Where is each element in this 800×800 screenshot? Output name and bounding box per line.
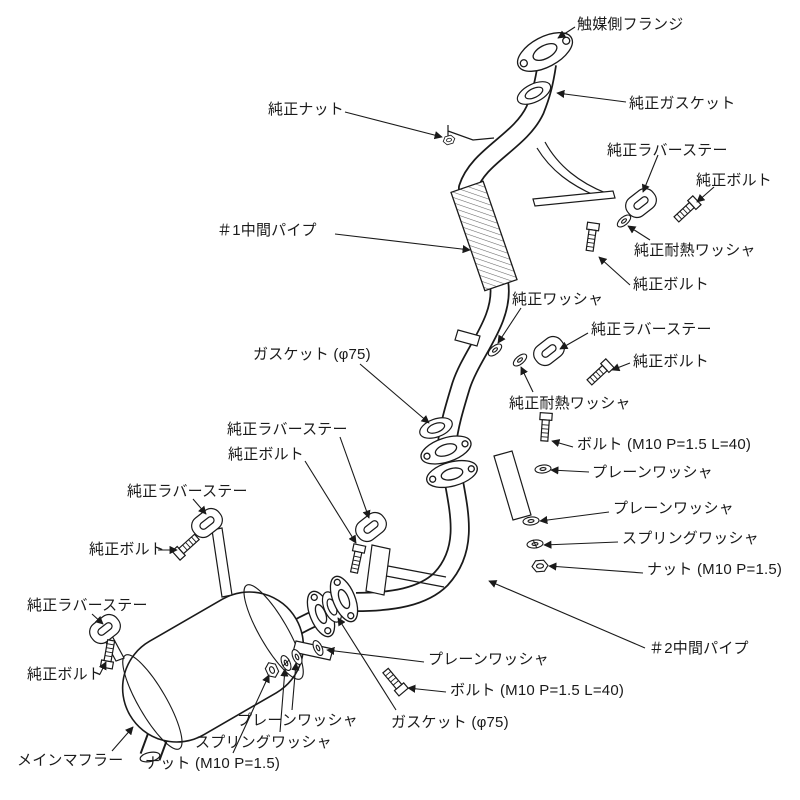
- hanger-brackets: [102, 125, 616, 662]
- oem-bolt-part-2: [583, 221, 601, 253]
- oem-rubber-stay-part-5: [85, 609, 125, 649]
- oem-heat-washer-part-2: [510, 351, 530, 369]
- joint-flange-lower: [426, 459, 478, 489]
- label-spring-washer-2: スプリングワッシャ: [195, 734, 332, 751]
- spring-washer-part-1: [526, 538, 544, 550]
- catalyst-flange-part: [516, 32, 574, 72]
- bolt-m10-part-1: [537, 411, 553, 442]
- label-oem-rubber-stay-5: 純正ラバーステー: [27, 597, 148, 614]
- pipe-2-drawing: [355, 475, 470, 612]
- muffler-body: [121, 584, 305, 750]
- label-nut-m10-1: ナット (M10 P=1.5): [647, 561, 783, 578]
- label-plain-washer-1: プレーンワッシャ: [592, 464, 713, 481]
- label-oem-heat-washer-1: 純正耐熱ワッシャ: [634, 242, 756, 259]
- label-pipe-2: ＃2中間パイプ: [649, 640, 749, 657]
- label-oem-bolt-2: 純正ボルト: [633, 276, 710, 293]
- label-oem-bolt-5: 純正ボルト: [89, 541, 166, 558]
- label-bolt-m10-1: ボルト (M10 P=1.5 L=40): [577, 436, 752, 453]
- leader-arrows: [91, 26, 715, 754]
- bolt-m10-part-2: [380, 666, 409, 697]
- label-oem-washer: 純正ワッシャ: [512, 291, 604, 308]
- label-oem-heat-washer-2: 純正耐熱ワッシャ: [509, 395, 631, 412]
- plain-washer-part-1: [534, 463, 552, 475]
- plain-washer-part-2: [522, 515, 540, 527]
- label-oem-nut: 純正ナット: [268, 101, 345, 118]
- label-oem-bolt-6: 純正ボルト: [27, 666, 104, 683]
- oem-gasket-part: [516, 81, 552, 105]
- label-spring-washer-1: スプリングワッシャ: [622, 530, 759, 547]
- flex-section: [450, 180, 518, 292]
- label-oem-rubber-stay-2: 純正ラバーステー: [591, 321, 712, 338]
- label-plain-washer-4: プレーンワッシャ: [237, 712, 358, 729]
- oem-bolt-part-3: [584, 358, 615, 388]
- nut-m10-part-1: [531, 559, 549, 573]
- oem-rubber-stay-part-2: [529, 331, 569, 371]
- label-oem-bolt-4: 純正ボルト: [228, 446, 305, 463]
- oem-bolt-part-5: [171, 531, 202, 561]
- label-pipe-1: ＃1中間パイプ: [217, 222, 317, 239]
- label-main-muffler: メインマフラー: [17, 752, 124, 769]
- oem-rubber-stay-part-3: [351, 507, 391, 547]
- label-oem-bolt-3: 純正ボルト: [633, 353, 710, 370]
- label-bolt-m10-2: ボルト (M10 P=1.5 L=40): [450, 682, 625, 699]
- label-catalyst-flange: 触媒側フランジ: [577, 16, 684, 33]
- label-oem-rubber-stay-3: 純正ラバーステー: [227, 421, 348, 438]
- label-oem-rubber-stay-4: 純正ラバーステー: [127, 483, 248, 500]
- oem-bolt-part-1: [671, 195, 702, 225]
- label-oem-rubber-stay-1: 純正ラバーステー: [607, 142, 728, 159]
- label-gasket-75-1: ガスケット (φ75): [253, 346, 371, 363]
- label-oem-bolt-1: 純正ボルト: [696, 172, 773, 189]
- oem-nut-part: [441, 134, 457, 146]
- label-plain-washer-2: プレーンワッシャ: [613, 500, 734, 517]
- oem-bolt-part-4: [347, 543, 367, 575]
- label-gasket-75-2: ガスケット (φ75): [391, 714, 509, 731]
- label-plain-washer-3: プレーンワッシャ: [428, 651, 549, 668]
- muffler-flange-outer: [329, 575, 359, 623]
- label-oem-gasket: 純正ガスケット: [629, 95, 736, 112]
- joint-flange-upper: [420, 435, 472, 465]
- label-nut-m10-2: ナット (M10 P=1.5): [145, 755, 281, 772]
